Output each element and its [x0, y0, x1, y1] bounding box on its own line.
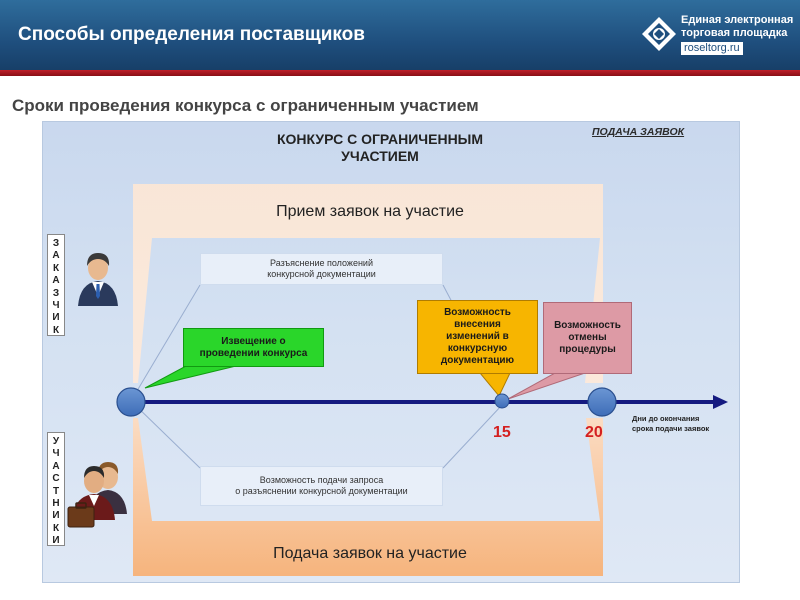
notice-box: Извещение о проведении конкурса: [183, 328, 324, 367]
participant-letter: С: [52, 473, 60, 485]
customer-letter: Ч: [52, 300, 60, 312]
explanation-box: Разъяснение положений конкурсной докумен…: [200, 253, 443, 285]
customer-letter: З: [52, 287, 60, 299]
participant-letter: А: [52, 460, 60, 472]
header-red-stripe: [0, 70, 800, 76]
participant-letter: Н: [52, 498, 60, 510]
customer-letter: К: [52, 324, 60, 336]
cancel-callout-tail: [507, 372, 586, 400]
participant-letter: И: [52, 535, 60, 547]
notice-line1: Извещение о: [221, 335, 286, 347]
request-line1: Возможность подачи запроса: [259, 475, 384, 485]
axis-caption-line1: Дни до окончания: [632, 414, 700, 423]
explanation-line2: конкурсной документации: [267, 269, 376, 279]
changes-line: документацию: [440, 355, 515, 366]
request-line2: о разъяснении конкурсной документации: [235, 486, 408, 496]
notice-callout-tail: [144, 365, 237, 389]
participant-letter: К: [52, 522, 60, 534]
apply-applications-label: Подача заявок на участие: [273, 545, 467, 562]
notice-line2: проведении конкурса: [199, 347, 308, 359]
participant-letter: У: [52, 436, 60, 447]
diagram-title: КОНКУРС С ОГРАНИЧЕННЫМ УЧАСТИЕМ: [230, 131, 530, 165]
changes-callout-tail: [478, 372, 511, 397]
customer-letter: А: [52, 275, 60, 287]
timeline-arrowhead: [713, 395, 728, 409]
customer-letter: З: [52, 238, 60, 249]
changes-line: конкурсную: [447, 343, 508, 354]
timeline-marker-15: [494, 393, 510, 409]
axis-caption-line2: срока подачи заявок: [632, 424, 710, 433]
customer-letter: К: [52, 262, 60, 274]
changes-line: внесения: [454, 319, 501, 330]
receive-applications-label: Прием заявок на участие: [276, 203, 464, 220]
participant-letter: И: [52, 510, 60, 522]
slide-subtitle: Сроки проведения конкурса с ограниченным…: [12, 96, 479, 115]
header-title: Способы определения поставщиков: [18, 24, 365, 45]
logo-text-line2: торговая площадка: [681, 27, 788, 39]
participant-letter: Т: [52, 485, 60, 497]
timeline-start-marker: [116, 387, 146, 417]
customer-letter: И: [52, 312, 60, 324]
explanation-line1: Разъяснение положений: [269, 258, 373, 268]
logo-text-line1: Единая электронная: [681, 14, 794, 26]
cancel-line: Возможность: [554, 320, 621, 331]
customer-letter: А: [52, 250, 60, 262]
axis-caption: Дни до окончания срока подачи заявок: [632, 414, 709, 434]
participants-group-icon: [67, 462, 127, 528]
cancel-box: Возможность отмены процедуры: [543, 302, 632, 374]
mark-20-label: 20: [585, 424, 603, 441]
customer-person-icon: [78, 253, 118, 306]
diagram-title-line2: УЧАСТИЕМ: [341, 148, 419, 164]
header-bar: Способы определения поставщиков Единая э…: [0, 0, 800, 70]
changes-line: изменений в: [446, 331, 509, 342]
changes-line: Возможность: [444, 307, 511, 318]
changes-box: Возможность внесения изменений в конкурс…: [417, 300, 538, 374]
apply-band: [133, 418, 603, 576]
customer-vertical-label: З А К А З Ч И К: [47, 234, 65, 336]
roseltorg-logo-icon: [642, 17, 676, 51]
participants-vertical-label: У Ч А С Т Н И К И: [47, 432, 65, 546]
timeline-marker-20: [587, 387, 617, 417]
request-box: Возможность подачи запроса о разъяснении…: [200, 466, 443, 506]
receive-band: [133, 184, 603, 383]
submit-applications-label: ПОДАЧА ЗАЯВОК: [592, 126, 685, 138]
logo-url[interactable]: roseltorg.ru: [681, 42, 743, 55]
cancel-line: процедуры: [559, 344, 616, 355]
mark-15-label: 15: [493, 424, 511, 441]
diagram-title-line1: КОНКУРС С ОГРАНИЧЕННЫМ: [276, 131, 484, 147]
cancel-line: отмены: [568, 332, 607, 343]
participant-letter: Ч: [52, 448, 60, 460]
